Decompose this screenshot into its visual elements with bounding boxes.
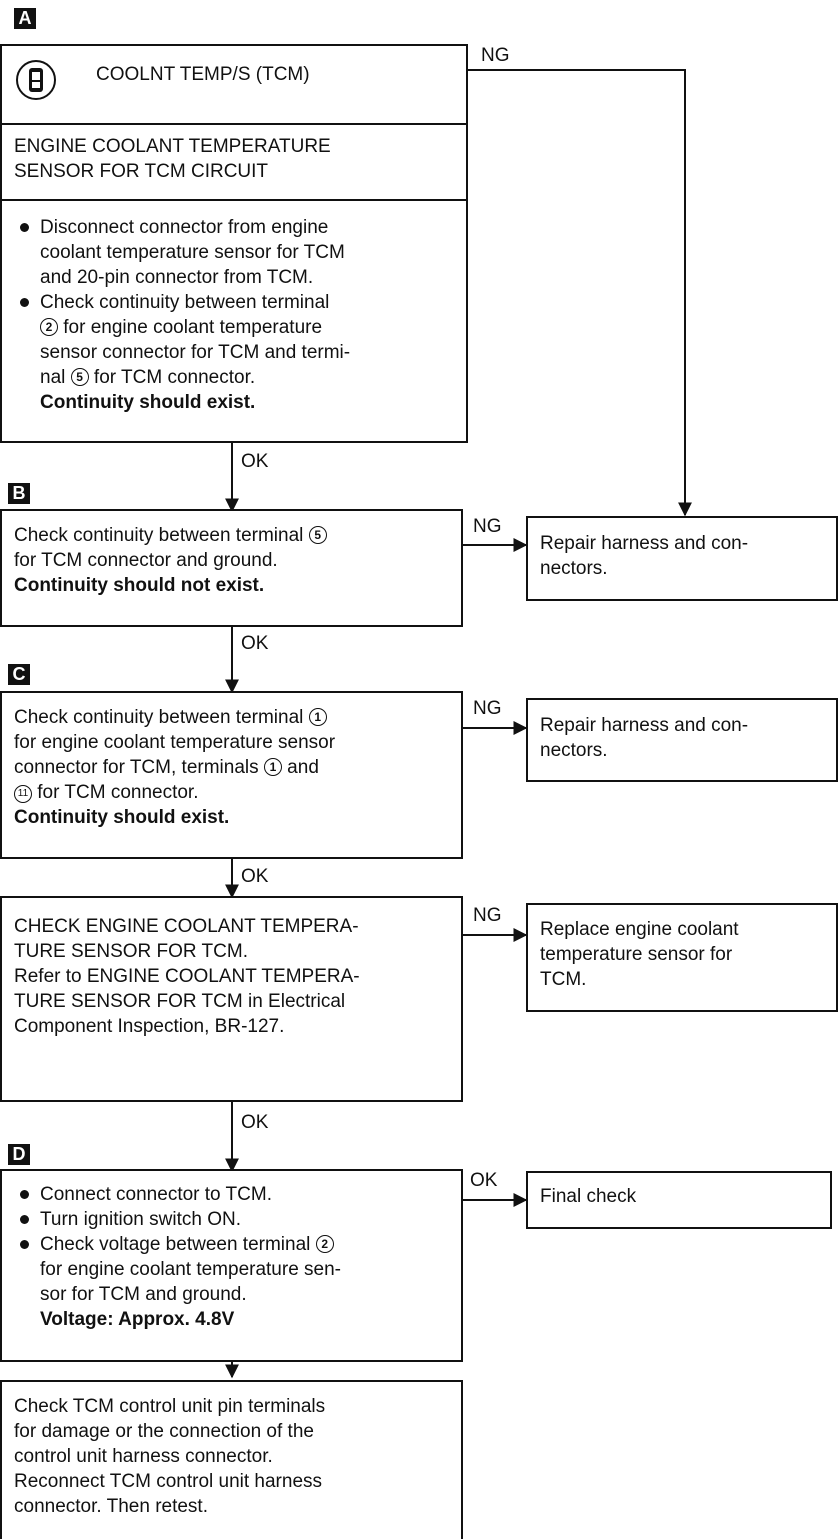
final-check-box: Final check	[526, 1171, 832, 1229]
step-letter-b: B	[8, 483, 30, 504]
sensor-check-box: CHECK ENGINE COOLANT TEMPERA- TURE SENSO…	[0, 896, 463, 1102]
step-b-box: Check continuity between terminal 5 for …	[0, 509, 463, 627]
edge-label-b-ok: OK	[241, 633, 269, 654]
step-a-heading-line-1: ENGINE COOLANT TEMPERATURE	[14, 136, 331, 157]
step-c-line-3: connector for TCM, terminals 1 and	[14, 757, 319, 778]
edge-label-e-ng: NG	[473, 905, 502, 926]
terminal-number: 2	[315, 1235, 334, 1253]
step-letter-a: A	[14, 8, 36, 29]
step-c-line-1: Check continuity between terminal 1	[14, 705, 447, 730]
step-c-line-2: for engine coolant temperature sensor	[14, 732, 336, 753]
arrow-a-ng	[467, 69, 692, 517]
step-letter-c: C	[8, 664, 30, 685]
replace-sensor-box: Replace engine coolant temperature senso…	[526, 903, 838, 1012]
tcm-pin-check-box: Check TCM control unit pin terminals for…	[0, 1380, 463, 1539]
step-a-title: COOLNT TEMP/S (TCM)	[96, 64, 310, 85]
consult-tester-icon	[16, 60, 56, 100]
step-a-heading-line-2: SENSOR FOR TCM CIRCUIT	[14, 161, 269, 182]
terminal-number: 11	[14, 785, 32, 803]
step-a-box: COOLNT TEMP/S (TCM) ENGINE COOLANT TEMPE…	[0, 44, 468, 443]
step-b-line-2: for TCM connector and ground.	[14, 550, 278, 571]
step-d-note: Voltage: Approx. 4.8V	[40, 1309, 235, 1330]
edge-label-a-ok: OK	[241, 451, 269, 472]
step-a-heading: ENGINE COOLANT TEMPERATURE SENSOR FOR TC…	[2, 125, 466, 201]
terminal-number: 1	[308, 708, 327, 726]
edge-label-c-ok: OK	[241, 866, 269, 887]
step-b-line-1: Check continuity between terminal 5	[14, 523, 447, 548]
step-b-note: Continuity should not exist.	[14, 575, 265, 596]
terminal-number: 5	[308, 526, 327, 544]
terminal-number: 2	[40, 318, 58, 336]
terminal-number: 1	[263, 758, 282, 776]
edge-label-c-ng: NG	[473, 698, 502, 719]
step-a-title-row: COOLNT TEMP/S (TCM)	[2, 46, 466, 125]
edge-label-a-ng: NG	[481, 45, 510, 66]
step-c-box: Check continuity between terminal 1 for …	[0, 691, 463, 859]
step-a-note: Continuity should exist.	[40, 392, 256, 413]
edge-label-d-ok: OK	[470, 1170, 498, 1191]
edge-label-b-ng: NG	[473, 516, 502, 537]
repair-harness-box-1: Repair harness and con- nectors.	[526, 516, 838, 601]
step-c-note: Continuity should exist.	[14, 807, 230, 828]
edge-label-e-ok: OK	[241, 1112, 269, 1133]
step-d-bullet-2: Turn ignition switch ON.	[14, 1207, 447, 1232]
repair-harness-box-2: Repair harness and con- nectors.	[526, 698, 838, 782]
step-letter-d: D	[8, 1144, 30, 1165]
step-d-box: Connect connector to TCM. Turn ignition …	[0, 1169, 463, 1362]
terminal-number: 5	[70, 368, 89, 386]
step-d-bullet-1: Connect connector to TCM.	[14, 1182, 447, 1207]
step-c-line-4: 11 for TCM connector.	[14, 780, 447, 805]
